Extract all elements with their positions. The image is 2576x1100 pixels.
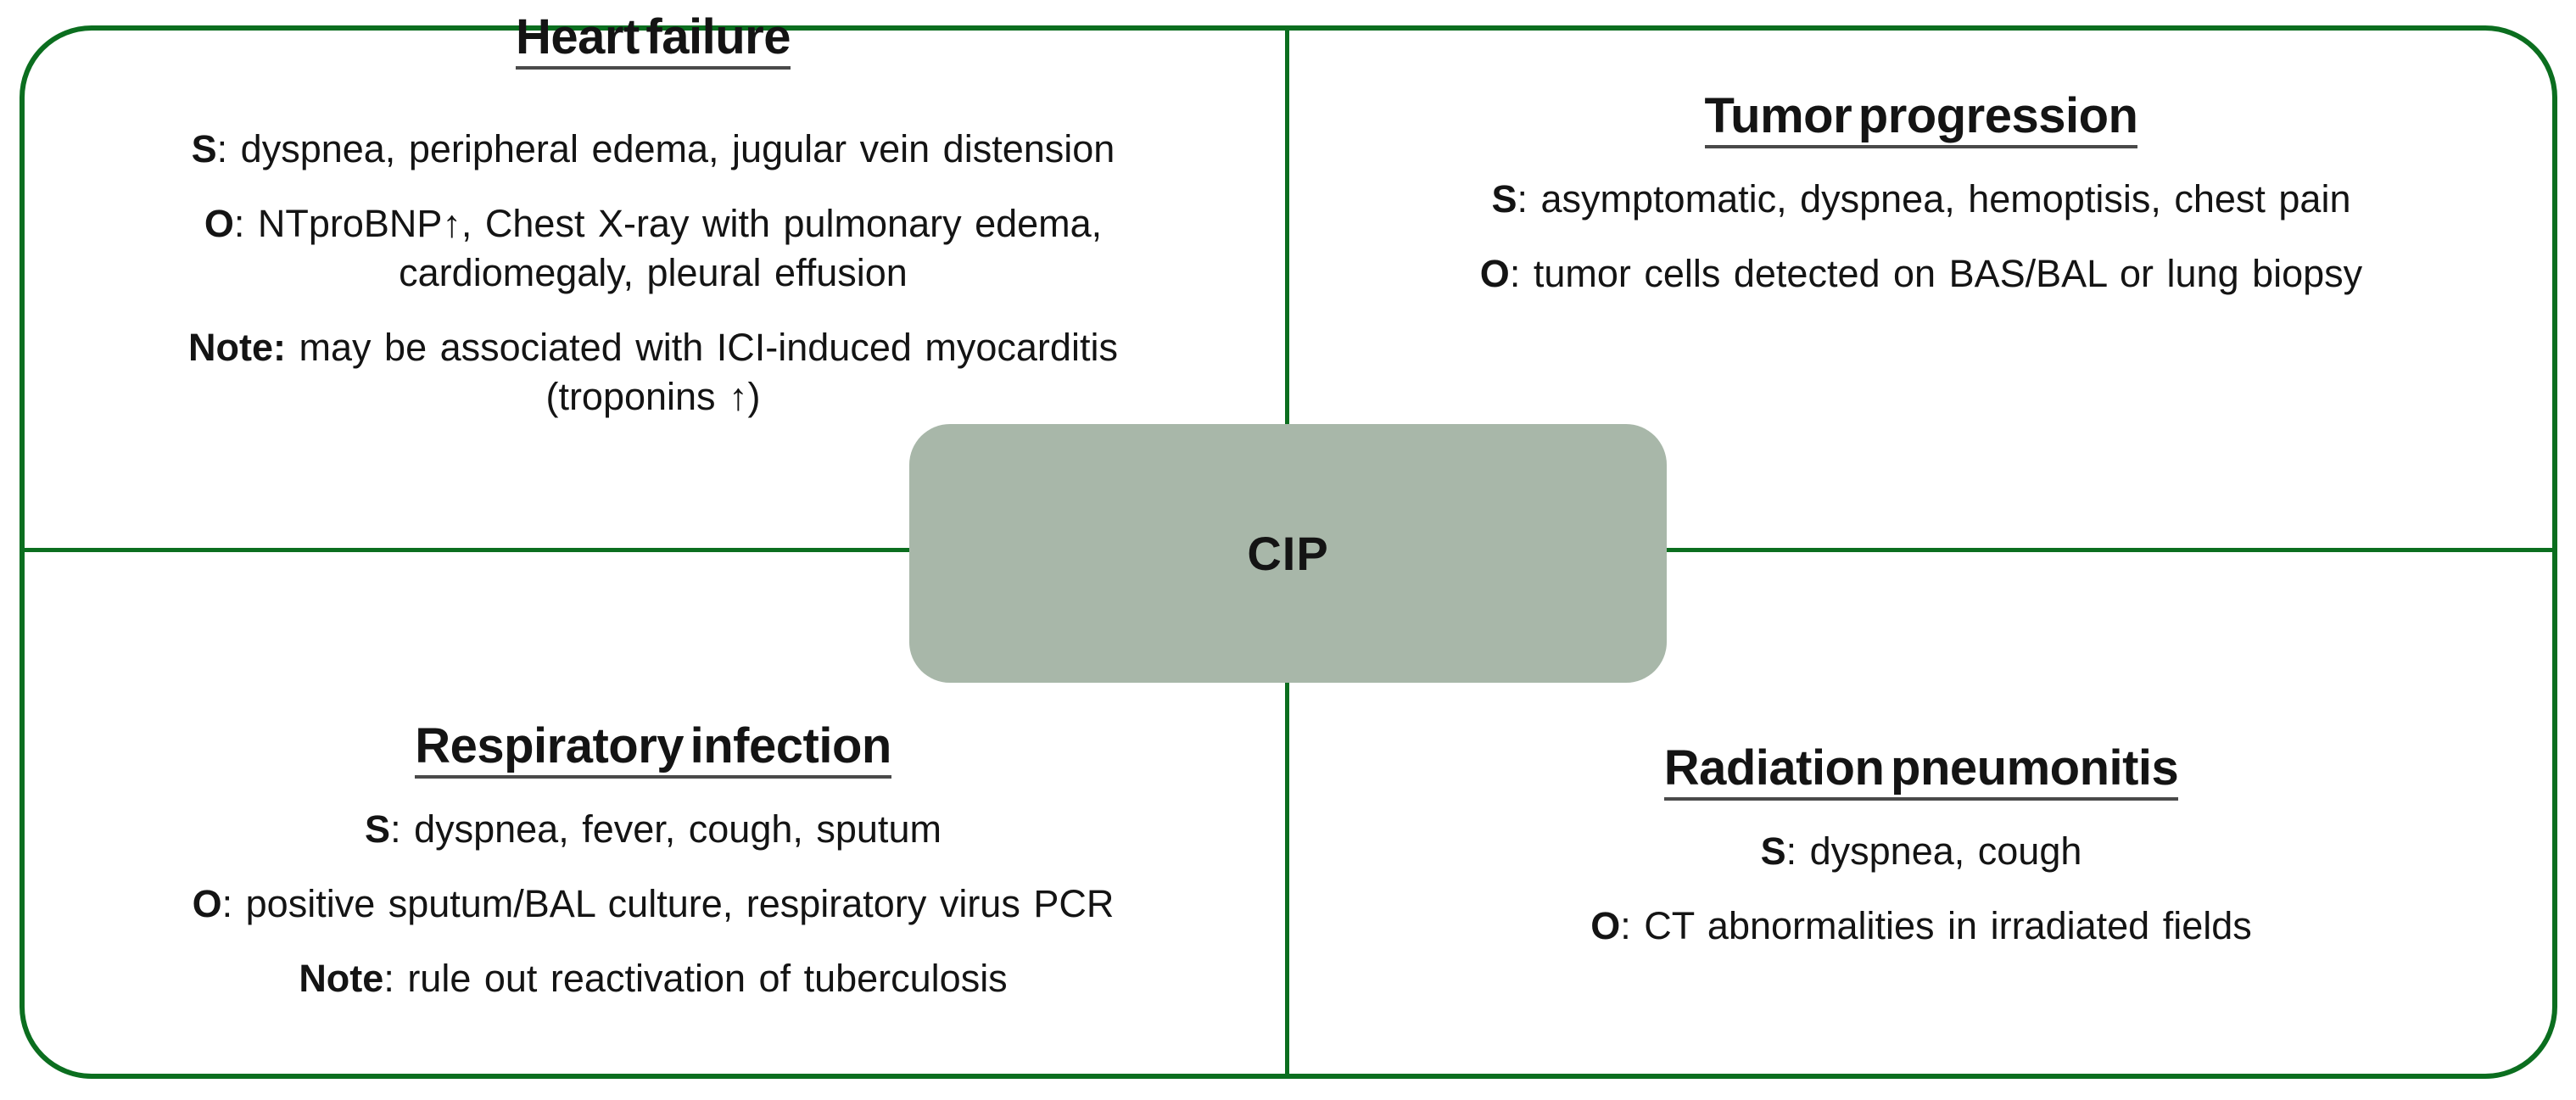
bold-prefix: O (1479, 252, 1510, 295)
quadrant-title-respiratory-infection: Respiratory infection (42, 718, 1264, 779)
bold-prefix: O (192, 882, 222, 925)
bold-prefix: O (1590, 904, 1621, 947)
quadrant-title-heart-failure: Heart failure (42, 8, 1264, 70)
line-text: may be associated with ICI-induced myoca… (299, 326, 1118, 418)
tumor-progression-objective-line: O: tumor cells detected on BAS/BAL or lu… (1310, 249, 2532, 299)
line-text: : rule out reactivation of tuberculosis (383, 957, 1008, 1000)
title-text: Tumor progression (1704, 88, 2138, 148)
respiratory-infection-note-line: Note: rule out reactivation of tuberculo… (42, 954, 1264, 1003)
tumor-progression-symptoms-line: S: asymptomatic, dyspnea, hemoptisis, ch… (1310, 175, 2532, 224)
respiratory-infection-objective-line: O: positive sputum/BAL culture, respirat… (42, 879, 1264, 929)
quadrant-tumor-progression: Tumor progression S: asymptomatic, dyspn… (1310, 87, 2532, 324)
cip-label: CIP (1247, 527, 1329, 580)
line-text: : tumor cells detected on BAS/BAL or lun… (1509, 252, 2363, 295)
quadrant-title-tumor-progression: Tumor progression (1310, 87, 2532, 148)
bold-prefix: Note: (188, 326, 287, 369)
radiation-pneumonitis-symptoms-line: S: dyspnea, cough (1310, 827, 2532, 876)
bold-prefix: Note (299, 957, 384, 1000)
line-text: : asymptomatic, dyspnea, hemoptisis, che… (1517, 177, 2351, 221)
heart-failure-objective-line: O: NTproBNP↑, Chest X-ray with pulmonary… (42, 199, 1264, 298)
heart-failure-symptoms-line: S: dyspnea, peripheral edema, jugular ve… (42, 125, 1264, 174)
line-text: : dyspnea, fever, cough, sputum (390, 807, 942, 851)
line-text: : CT abnormalities in irradiated fields (1620, 904, 2252, 947)
heart-failure-note-line: Note: may be associated with ICI-induced… (42, 323, 1264, 422)
title-text: Radiation pneumonitis (1663, 740, 2179, 801)
quadrant-radiation-pneumonitis: Radiation pneumonitis S: dyspnea, cough … (1310, 740, 2532, 976)
quadrant-heart-failure: Heart failure S: dyspnea, peripheral ede… (42, 8, 1264, 447)
bold-prefix: S (1491, 177, 1517, 221)
respiratory-infection-symptoms-line: S: dyspnea, fever, cough, sputum (42, 805, 1264, 854)
cip-center-box: CIP (909, 424, 1667, 683)
line-text: : dyspnea, peripheral edema, jugular vei… (216, 127, 1115, 170)
line-text: : positive sputum/BAL culture, respirato… (221, 882, 1115, 925)
line-text: : NTproBNP↑, Chest X-ray with pulmonary … (233, 202, 1103, 294)
quadrant-title-radiation-pneumonitis: Radiation pneumonitis (1310, 740, 2532, 801)
bold-prefix: S (1760, 829, 1786, 873)
bold-prefix: S (365, 807, 391, 851)
radiation-pneumonitis-objective-line: O: CT abnormalities in irradiated fields (1310, 902, 2532, 951)
bold-prefix: S (191, 127, 217, 170)
quadrant-respiratory-infection: Respiratory infection S: dyspnea, fever,… (42, 718, 1264, 1029)
title-text: Heart failure (516, 9, 791, 70)
bold-prefix: O (204, 202, 234, 245)
line-text: : dyspnea, cough (1785, 829, 2082, 873)
title-text: Respiratory infection (415, 718, 891, 779)
